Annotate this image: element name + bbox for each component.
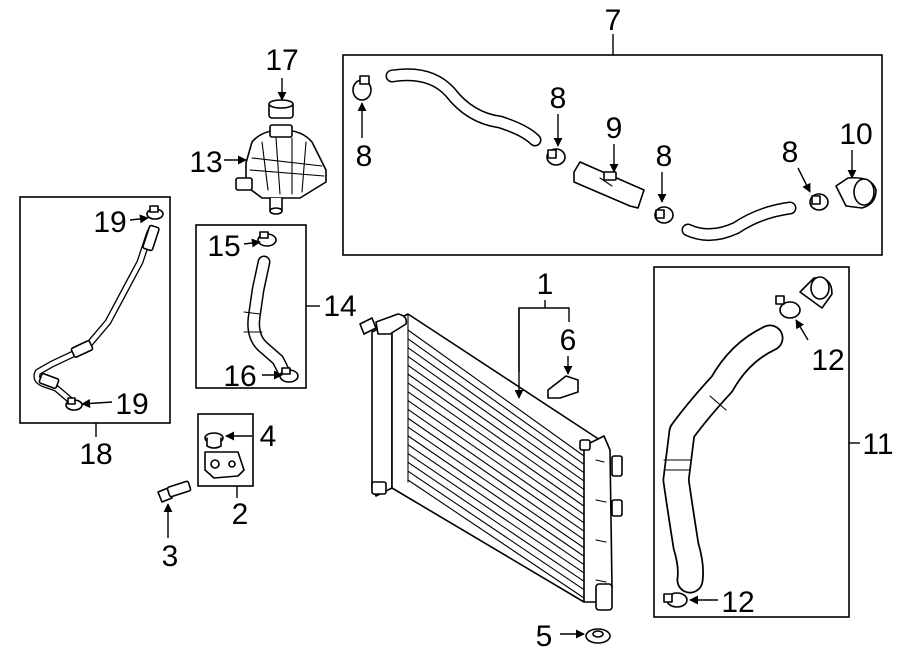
callout-13: 13 <box>189 146 222 179</box>
callout-1: 1 <box>537 268 554 301</box>
callout-7: 7 <box>605 4 622 37</box>
bracket-2 <box>204 451 245 479</box>
callout-19-lower: 19 <box>115 388 148 421</box>
hose-end-11-upper <box>799 276 833 309</box>
hose-clamp-16 <box>279 367 299 383</box>
callout-12-upper: 12 <box>811 344 844 377</box>
connector-pipe-9 <box>573 161 645 209</box>
callout-4: 4 <box>260 420 277 453</box>
upper-hose-7 <box>385 68 797 241</box>
coolant-reservoir <box>235 124 327 215</box>
grommet-4 <box>204 432 224 449</box>
grommet-5 <box>585 628 611 644</box>
box-bracket <box>197 413 254 487</box>
bolt-3 <box>157 480 192 503</box>
radiator-fins <box>407 329 585 599</box>
callout-15: 15 <box>207 230 240 263</box>
overflow-hose <box>33 224 160 404</box>
hose-clamp-19-lower <box>65 397 83 411</box>
leader-lines <box>81 34 860 639</box>
callout-17: 17 <box>265 44 298 77</box>
callout-8-d: 8 <box>782 136 799 169</box>
callout-8-b: 8 <box>550 82 567 115</box>
callout-18: 18 <box>79 438 112 471</box>
bracket-6 <box>547 375 579 399</box>
box-overflow-hose <box>19 196 171 424</box>
callout-11: 11 <box>862 428 893 461</box>
callout-8-c: 8 <box>656 140 673 173</box>
hose-clamp-8-d <box>809 193 829 211</box>
callout-10: 10 <box>839 118 872 151</box>
callout-9: 9 <box>606 112 623 145</box>
callout-3: 3 <box>162 540 179 573</box>
reservoir-hose <box>243 255 291 379</box>
reservoir-cap <box>268 99 294 119</box>
hose-clamp-12-upper <box>775 295 801 319</box>
hose-clamp-8-a <box>352 75 372 101</box>
box-lower-hose-assembly <box>653 266 850 618</box>
callout-6: 6 <box>560 324 577 357</box>
box-upper-hose-assembly <box>342 54 883 256</box>
callout-2: 2 <box>232 498 249 531</box>
callout-16: 16 <box>223 360 256 393</box>
hose-clamp-12-lower <box>663 592 688 608</box>
hose-clamp-15 <box>257 231 277 247</box>
radiator-assembly <box>359 313 623 611</box>
callout-19-upper: 19 <box>93 206 126 239</box>
hose-clamp-19-upper <box>146 205 164 220</box>
lower-hose-11 <box>662 324 784 594</box>
callout-14: 14 <box>323 290 356 323</box>
hose-end-10 <box>835 176 877 209</box>
callout-8-a: 8 <box>356 140 373 173</box>
hose-clamp-8-c <box>654 206 674 224</box>
hose-clamp-8-b <box>546 148 566 166</box>
callout-5: 5 <box>536 620 553 653</box>
callout-12-lower: 12 <box>721 586 754 619</box>
